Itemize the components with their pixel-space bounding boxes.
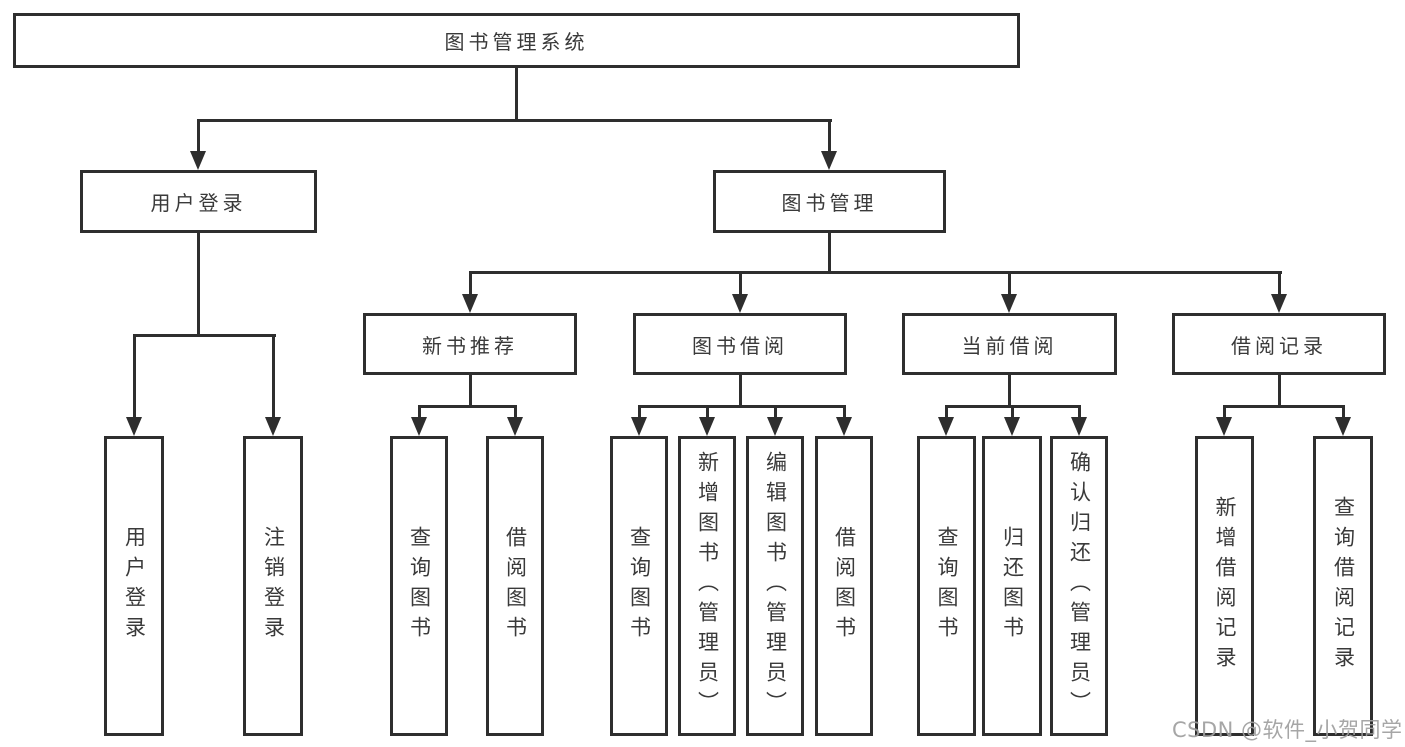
leaf-cb-query-books-label: 查询图书 xyxy=(935,526,959,646)
arrowhead-br-query xyxy=(1335,417,1351,436)
arrowhead-leaf-logout xyxy=(265,417,281,436)
leaf-bb-add-books-admin: 新增图书（管理员） xyxy=(678,436,736,736)
arrowhead-bb-query xyxy=(631,417,647,436)
arrowhead-nb-borrow xyxy=(507,417,523,436)
connector-new-book-crossbar xyxy=(418,405,517,408)
connector-drop-user-login xyxy=(197,119,200,152)
leaf-cb-return-books-label: 归还图书 xyxy=(1000,526,1025,646)
arrowhead-cb-confirm xyxy=(1071,417,1087,436)
connector-drop-book-borrow xyxy=(739,271,742,296)
connector-drop-nb-query xyxy=(418,405,421,419)
leaf-cb-return-books: 归还图书 xyxy=(982,436,1042,736)
connector-user-login-crossbar xyxy=(133,334,276,337)
connector-drop-book-mgmt xyxy=(828,119,831,152)
arrowhead-book-borrow xyxy=(732,294,748,313)
leaf-cb-confirm-return-admin-label: 确认归还（管理员） xyxy=(1067,451,1092,721)
node-new-book-recommend: 新书推荐 xyxy=(363,313,577,375)
connector-drop-cb-query xyxy=(945,405,948,419)
arrowhead-br-add xyxy=(1216,417,1232,436)
connector-drop-borrow-record xyxy=(1278,271,1281,296)
node-borrow-record-label: 借阅记录 xyxy=(1231,333,1327,358)
node-new-book-recommend-label: 新书推荐 xyxy=(422,333,518,358)
csdn-watermark: CSDN @软件_小贺同学 xyxy=(1172,718,1403,742)
node-library-system: 图书管理系统 xyxy=(13,13,1020,68)
leaf-bb-edit-books-admin: 编辑图书（管理员） xyxy=(746,436,804,736)
leaf-br-add-record-label: 新增借阅记录 xyxy=(1213,496,1237,676)
connector-book-mgmt-crossbar xyxy=(469,271,1282,274)
connector-book-borrow-stem xyxy=(739,375,742,408)
arrowhead-bb-borrow xyxy=(836,417,852,436)
arrowhead-cb-query xyxy=(938,417,954,436)
arrowhead-current-borrow xyxy=(1001,294,1017,313)
connector-new-book-stem xyxy=(469,375,472,408)
leaf-br-add-record: 新增借阅记录 xyxy=(1195,436,1254,736)
node-book-management: 图书管理 xyxy=(713,170,946,233)
leaf-bb-borrow-books-label: 借阅图书 xyxy=(832,526,857,646)
arrowhead-book-mgmt xyxy=(821,151,837,170)
leaf-bb-query-books-label: 查询图书 xyxy=(627,526,652,646)
connector-borrow-record-stem xyxy=(1278,375,1281,408)
leaf-user-login-label: 用户登录 xyxy=(122,526,147,646)
arrowhead-bb-add xyxy=(699,417,715,436)
connector-drop-bb-query xyxy=(638,405,641,419)
connector-drop-cb-confirm xyxy=(1078,405,1081,419)
connector-drop-cb-return xyxy=(1011,405,1014,419)
connector-drop-new-book xyxy=(469,271,472,296)
arrowhead-bb-edit xyxy=(767,417,783,436)
node-current-borrow-label: 当前借阅 xyxy=(961,333,1058,358)
node-current-borrow: 当前借阅 xyxy=(902,313,1117,375)
arrowhead-borrow-record xyxy=(1271,294,1287,313)
node-book-management-label: 图书管理 xyxy=(781,191,878,215)
connector-book-mgmt-stem xyxy=(828,233,831,274)
leaf-bb-borrow-books: 借阅图书 xyxy=(815,436,873,736)
node-library-system-label: 图书管理系统 xyxy=(444,30,589,54)
leaf-nb-query-books: 查询图书 xyxy=(390,436,448,736)
leaf-nb-borrow-books: 借阅图书 xyxy=(486,436,544,736)
node-book-borrow: 图书借阅 xyxy=(633,313,847,375)
connector-root-stem xyxy=(515,68,518,121)
leaf-br-query-record: 查询借阅记录 xyxy=(1313,436,1373,736)
connector-drop-bb-edit xyxy=(774,405,777,419)
node-user-login-label: 用户登录 xyxy=(150,191,247,215)
arrowhead-nb-query xyxy=(411,417,427,436)
leaf-logout: 注销登录 xyxy=(243,436,303,736)
connector-user-login-stem xyxy=(197,233,200,337)
arrowhead-leaf-login xyxy=(126,417,142,436)
connector-drop-nb-borrow xyxy=(514,405,517,419)
leaf-bb-add-books-admin-label: 新增图书（管理员） xyxy=(695,451,720,721)
arrowhead-new-book xyxy=(462,294,478,313)
leaf-bb-edit-books-admin-label: 编辑图书（管理员） xyxy=(763,451,788,721)
leaf-nb-borrow-books-label: 借阅图书 xyxy=(503,526,528,646)
leaf-user-login: 用户登录 xyxy=(104,436,164,736)
connector-drop-leaf-login xyxy=(133,334,136,418)
leaf-logout-label: 注销登录 xyxy=(261,526,286,646)
connector-root-crossbar xyxy=(197,119,832,122)
connector-drop-current-borrow xyxy=(1008,271,1011,296)
connector-drop-br-add xyxy=(1223,405,1226,419)
leaf-br-query-record-label: 查询借阅记录 xyxy=(1331,496,1356,676)
connector-drop-bb-borrow xyxy=(843,405,846,419)
connector-book-borrow-crossbar xyxy=(638,405,846,408)
node-book-borrow-label: 图书借阅 xyxy=(692,333,788,358)
leaf-cb-query-books: 查询图书 xyxy=(917,436,976,736)
node-borrow-record: 借阅记录 xyxy=(1172,313,1386,375)
arrowhead-cb-return xyxy=(1004,417,1020,436)
arrowhead-user-login xyxy=(190,151,206,170)
connector-drop-leaf-logout xyxy=(272,334,275,418)
connector-borrow-record-crossbar xyxy=(1223,405,1345,408)
connector-drop-br-query xyxy=(1342,405,1345,419)
leaf-bb-query-books: 查询图书 xyxy=(610,436,668,736)
connector-drop-bb-add xyxy=(706,405,709,419)
connector-current-borrow-stem xyxy=(1008,375,1011,408)
leaf-cb-confirm-return-admin: 确认归还（管理员） xyxy=(1050,436,1108,736)
leaf-nb-query-books-label: 查询图书 xyxy=(407,526,432,646)
node-user-login: 用户登录 xyxy=(80,170,317,233)
